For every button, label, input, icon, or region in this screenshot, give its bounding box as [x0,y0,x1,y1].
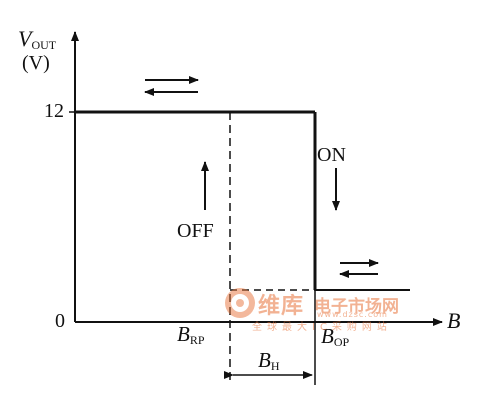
watermark: 维库 电子市场网 www.dzsc.com 全球最大IC采购网站 [222,288,422,338]
x-axis-label: B [447,308,461,333]
watermark-brand: 维库 [258,294,305,319]
bh-label: BH [258,348,280,373]
y-axis-unit: (V) [22,52,50,74]
watermark-brand-2: 电子市场网 [314,297,399,317]
watermark-tagline: 全球最大IC采购网站 [252,322,392,333]
off-label: OFF [177,220,214,242]
origin-label: 0 [55,310,65,332]
watermark-url: www.dzsc.com [317,310,388,319]
brp-label: BRP [177,322,205,347]
bop-label: BOP [321,324,350,349]
y-axis-label: VOUT [18,26,57,52]
on-label: ON [317,144,346,166]
watermark-logo-icon [225,288,255,318]
y-tick-label-12: 12 [44,100,64,122]
